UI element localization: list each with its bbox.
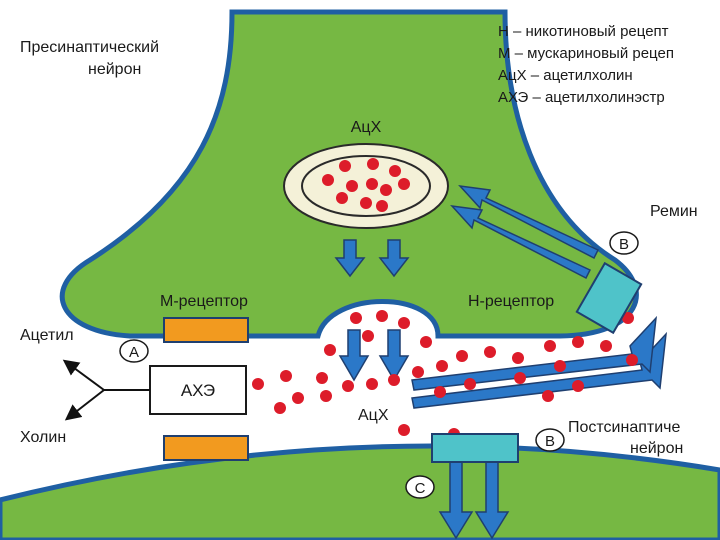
ache-box: [149, 365, 247, 415]
postsynaptic-arrows: [438, 461, 510, 540]
h-receptor-presynaptic: [575, 261, 643, 335]
reuptake-label: Ремин: [650, 203, 698, 220]
vesicle-label: АцХ: [351, 119, 382, 136]
reuptake-arrows: [450, 184, 600, 280]
marker-b-top-label: В: [619, 236, 629, 253]
marker-a: А: [119, 339, 149, 363]
marker-c-label: С: [415, 480, 426, 497]
vesicle-molecules: [322, 158, 410, 212]
marker-c: С: [405, 475, 435, 499]
marker-b-top: В: [609, 231, 639, 255]
legend-line-4: АХЭ – ацетилхолинэстр: [498, 89, 665, 106]
m-receptor-label: М-рецептор: [160, 293, 248, 310]
postsynaptic-neuron: [0, 443, 720, 540]
m-receptor: [163, 317, 249, 343]
choline-label: Холин: [20, 429, 66, 446]
diffusion-arrows: [411, 315, 667, 409]
h-receptor-label: Н-рецептор: [468, 293, 554, 310]
postsynaptic-label-1: Постсинаптиче: [568, 419, 680, 436]
release-arrows-cleft: [338, 329, 410, 382]
acetyl-label: Ацетил: [20, 327, 74, 344]
cleft-ach-label: АцХ: [358, 407, 389, 424]
m-receptor-postsynaptic: [163, 435, 249, 461]
marker-a-label: А: [129, 344, 139, 361]
release-arrows-upper: [334, 239, 410, 278]
vesicle-inner: [301, 155, 431, 217]
ache-box-label: АХЭ: [181, 381, 215, 400]
vesicle: [283, 143, 449, 229]
hydrolysis-lines: [62, 359, 150, 421]
marker-b-bottom-label: В: [545, 433, 555, 450]
presynaptic-label-2: нейрон: [88, 61, 141, 78]
marker-b-bottom: В: [535, 428, 565, 452]
legend-line-2: М – мускариновый рецеп: [498, 45, 674, 62]
presynaptic-label-1: Пресинаптический: [20, 39, 159, 56]
legend-line-3: АцХ – ацетилхолин: [498, 67, 633, 84]
legend-line-1: Н – никотиновый рецепт: [498, 23, 669, 40]
postsynaptic-label-2: нейрон: [630, 440, 683, 457]
h-receptor-postsynaptic: [431, 433, 519, 463]
